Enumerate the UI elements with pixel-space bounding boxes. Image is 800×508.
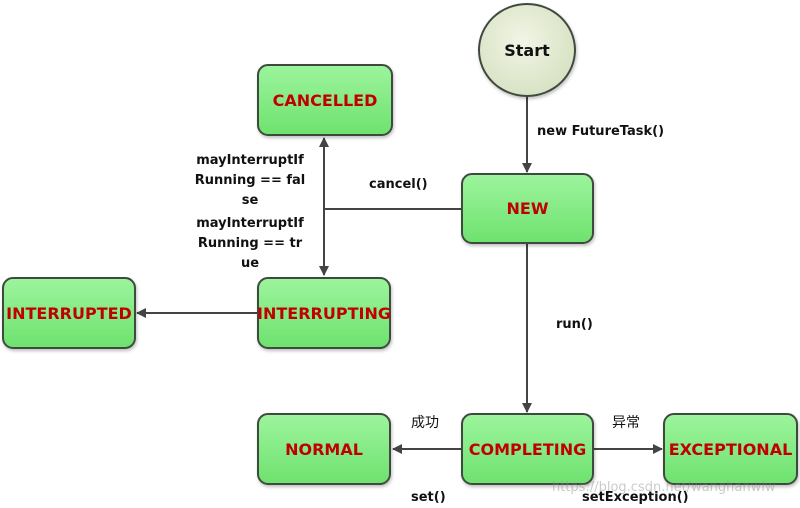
state-completing-label: COMPLETING: [468, 439, 587, 459]
start-label: Start: [504, 40, 550, 60]
state-normal: NORMAL: [257, 413, 391, 485]
label-may-interrupt-true: mayInterruptIfRunning == true: [196, 216, 304, 271]
state-completing: COMPLETING: [461, 413, 594, 485]
start-node: Start: [478, 3, 576, 97]
label-exception: 异常: [612, 415, 640, 431]
label-success: 成功: [411, 415, 439, 431]
state-normal-label: NORMAL: [285, 439, 363, 459]
state-new: NEW: [461, 173, 594, 244]
state-cancelled-label: CANCELLED: [272, 90, 378, 110]
state-exceptional: EXCEPTIONAL: [663, 413, 798, 485]
state-exceptional-label: EXCEPTIONAL: [668, 439, 793, 459]
label-may-interrupt-false: mayInterruptIfRunning == false: [194, 153, 306, 208]
label-set-exception: setException(): [582, 490, 689, 505]
label-new-future-task: new FutureTask(): [537, 124, 665, 139]
state-interrupted-label: INTERRUPTED: [6, 303, 132, 323]
label-run: run(): [556, 317, 593, 332]
state-interrupting-label: INTERRUPTING: [257, 303, 391, 323]
state-cancelled: CANCELLED: [257, 64, 393, 136]
state-interrupting: INTERRUPTING: [257, 277, 391, 349]
watermark: https://blog.csdn.net/wanghanwlw: [552, 480, 776, 495]
state-new-label: NEW: [506, 199, 549, 218]
label-set: set(): [411, 490, 446, 505]
state-interrupted: INTERRUPTED: [2, 277, 136, 349]
label-cancel: cancel(): [369, 177, 428, 192]
